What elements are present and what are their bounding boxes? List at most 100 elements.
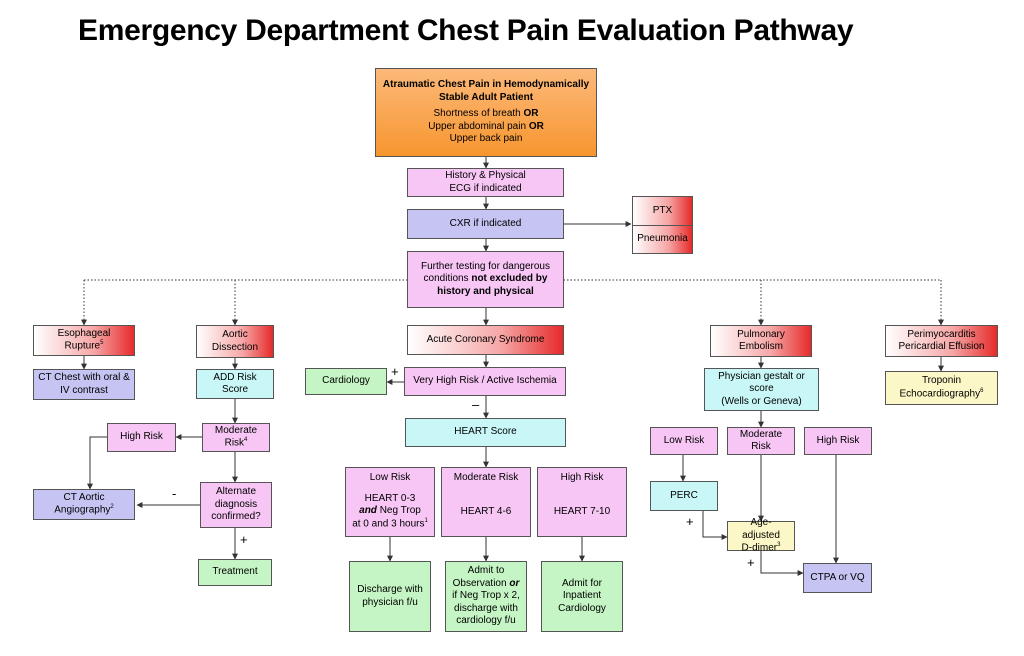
discharge-line-1: Discharge with xyxy=(357,584,423,595)
start-heading: Atraumatic Chest Pain in Hemodynamically… xyxy=(382,79,590,103)
cxr-label: CXR if indicated xyxy=(449,217,522,229)
admit-obs-line-3: if Neg Trop x 2, xyxy=(452,590,520,602)
add-risk-score-label: ADD Risk Score xyxy=(213,371,257,396)
alternate-line-3: confirmed? xyxy=(211,511,261,523)
perc-box: PERC xyxy=(650,481,718,511)
minus-sign-alternate: - xyxy=(172,486,177,501)
page-title: Emergency Department Chest Pain Evaluati… xyxy=(78,14,854,47)
moderate-risk-heart-box: Moderate Risk HEART 4-6 xyxy=(441,467,531,537)
ct-chest-line-1: CT Chest with oral & xyxy=(38,372,130,383)
very-high-risk-label: Very High Risk / Active Ischemia xyxy=(413,375,557,387)
heart-score-box: HEART Score xyxy=(405,418,566,447)
history-physical-label: History & Physical xyxy=(445,170,526,181)
alternate-line-1: Alternate xyxy=(215,486,257,498)
moderate-risk-ad-box: Moderate Risk4 xyxy=(202,423,270,452)
pe-low-risk-box: Low Risk xyxy=(650,427,718,455)
ptx-label: PTX xyxy=(652,204,673,216)
acs-box: Acute Coronary Syndrome xyxy=(407,325,564,355)
start-symptom-2: Upper abdominal pain xyxy=(428,120,527,132)
ct-aortic-angiography-box: CT Aortic Angiography2 xyxy=(33,489,135,520)
alternate-diagnosis-box: Alternate diagnosis confirmed? xyxy=(200,482,272,528)
aortic-dissection-box: Aortic Dissection xyxy=(196,325,274,358)
footnote-marker: 5 xyxy=(100,340,104,347)
acs-label: Acute Coronary Syndrome xyxy=(426,333,545,345)
ptx-box: PTX xyxy=(632,196,693,226)
footnote-marker: 3 xyxy=(777,542,781,549)
pneumonia-label: Pneumonia xyxy=(637,233,688,245)
admit-obs-line-2: Observation xyxy=(452,577,507,589)
physician-gestalt-box: Physician gestalt or score (Wells or Gen… xyxy=(704,368,819,411)
plus-sign-d-dimer: + xyxy=(747,555,755,570)
esophageal-rupture-label: Esophageal Rupture xyxy=(57,327,111,352)
further-line-2a: conditions xyxy=(423,273,469,285)
dash-sign-heart: – xyxy=(472,397,480,412)
add-risk-score-box: ADD Risk Score xyxy=(196,369,274,399)
admit-obs-line-5: cardiology f/u xyxy=(456,615,516,627)
ctpa-box: CTPA or VQ xyxy=(803,563,872,593)
further-line-3: history and physical xyxy=(437,285,534,297)
ct-chest-line-2: IV contrast xyxy=(60,384,108,396)
cta-line-1: CT Aortic xyxy=(63,491,105,503)
low-risk-line-1: HEART 0-3 xyxy=(364,492,416,504)
pe-high-risk-label: High Risk xyxy=(816,434,860,446)
and-label: and xyxy=(359,505,377,516)
low-risk-line-2: Neg Trop xyxy=(379,505,421,516)
moderate-risk-line-2: Risk xyxy=(224,437,245,449)
admit-inpatient-box: Admit for Inpatient Cardiology xyxy=(541,561,623,632)
esophageal-rupture-box: Esophageal Rupture5 xyxy=(33,325,135,356)
gestalt-line-1: Physician gestalt or xyxy=(718,370,805,382)
start-symptom-3: Upper back pain xyxy=(449,133,523,145)
perc-label: PERC xyxy=(670,489,698,501)
troponin-echo-box: Troponin Echocardiography6 xyxy=(885,371,998,405)
pulmonary-embolism-box: Pulmonary Embolism xyxy=(710,325,812,357)
heart-score-label: HEART Score xyxy=(454,426,517,438)
admit-observation-box: Admit to Observation or if Neg Trop x 2,… xyxy=(445,561,527,632)
ecg-label: ECG if indicated xyxy=(449,182,522,194)
admit-obs-line-1: Admit to xyxy=(467,565,505,577)
echocardiography-label: Echocardiography xyxy=(899,388,981,400)
high-risk-heart-range: HEART 7-10 xyxy=(553,505,611,517)
plus-sign-perc: + xyxy=(686,514,694,529)
ct-chest-box: CT Chest with oral & IV contrast xyxy=(33,369,135,400)
admit-inp-line-1: Admit for xyxy=(561,577,602,589)
treatment-label: Treatment xyxy=(212,566,258,578)
gestalt-line-2: score xyxy=(749,383,774,395)
further-line-2b: not excluded by xyxy=(471,273,548,285)
cardiology-label: Cardiology xyxy=(322,375,370,387)
moderate-risk-heart-range: HEART 4-6 xyxy=(460,505,512,517)
high-risk-ad-label: High Risk xyxy=(120,431,163,443)
perimyocarditis-box: Perimyocarditis Pericardial Effusion xyxy=(885,325,998,357)
moderate-risk-line-1: Moderate xyxy=(214,424,258,436)
perimyocarditis-label: Perimyocarditis xyxy=(907,328,976,340)
d-dimer-line-1: Age-adjusted xyxy=(742,517,780,541)
start-symptom-1: Shortness of breath xyxy=(433,108,521,120)
admit-obs-line-4: discharge with xyxy=(454,602,518,614)
low-risk-line-3: at 0 and 3 hours xyxy=(352,517,425,529)
d-dimer-box: Age-adjusted D-dimer3 xyxy=(727,517,795,554)
very-high-risk-box: Very High Risk / Active Ischemia xyxy=(404,367,566,396)
further-line-1: Further testing for dangerous xyxy=(421,260,550,272)
admit-inp-line-3: Cardiology xyxy=(558,602,606,614)
low-risk-title: Low Risk xyxy=(369,472,411,483)
high-risk-title: High Risk xyxy=(560,472,604,483)
cxr-box: CXR if indicated xyxy=(407,209,564,239)
pe-high-risk-box: High Risk xyxy=(804,427,872,455)
gestalt-line-3: (Wells or Geneva) xyxy=(721,395,802,407)
pulmonary-embolism-label: Pulmonary Embolism xyxy=(737,328,785,353)
or-label: OR xyxy=(528,120,544,132)
pericardial-effusion-label: Pericardial Effusion xyxy=(898,341,985,352)
high-risk-heart-box: High Risk HEART 7-10 xyxy=(537,467,627,537)
treatment-box: Treatment xyxy=(198,559,272,586)
troponin-label: Troponin xyxy=(921,375,962,387)
pe-moderate-line-2: Risk xyxy=(751,441,771,452)
footnote-marker: 2 xyxy=(110,504,114,511)
discharge-box: Discharge with physician f/u xyxy=(349,561,431,632)
d-dimer-line-2: D-dimer xyxy=(741,542,778,554)
low-risk-heart-box: Low Risk HEART 0-3 and Neg Trop at 0 and… xyxy=(345,467,435,537)
aortic-line-2: Dissection xyxy=(211,341,259,353)
discharge-line-2: physician f/u xyxy=(362,596,418,608)
pe-moderate-risk-box: Moderate Risk xyxy=(727,427,795,455)
pneumonia-box: Pneumonia xyxy=(632,225,693,254)
cardiology-box: Cardiology xyxy=(305,368,387,395)
ctpa-label: CTPA or VQ xyxy=(810,571,865,583)
